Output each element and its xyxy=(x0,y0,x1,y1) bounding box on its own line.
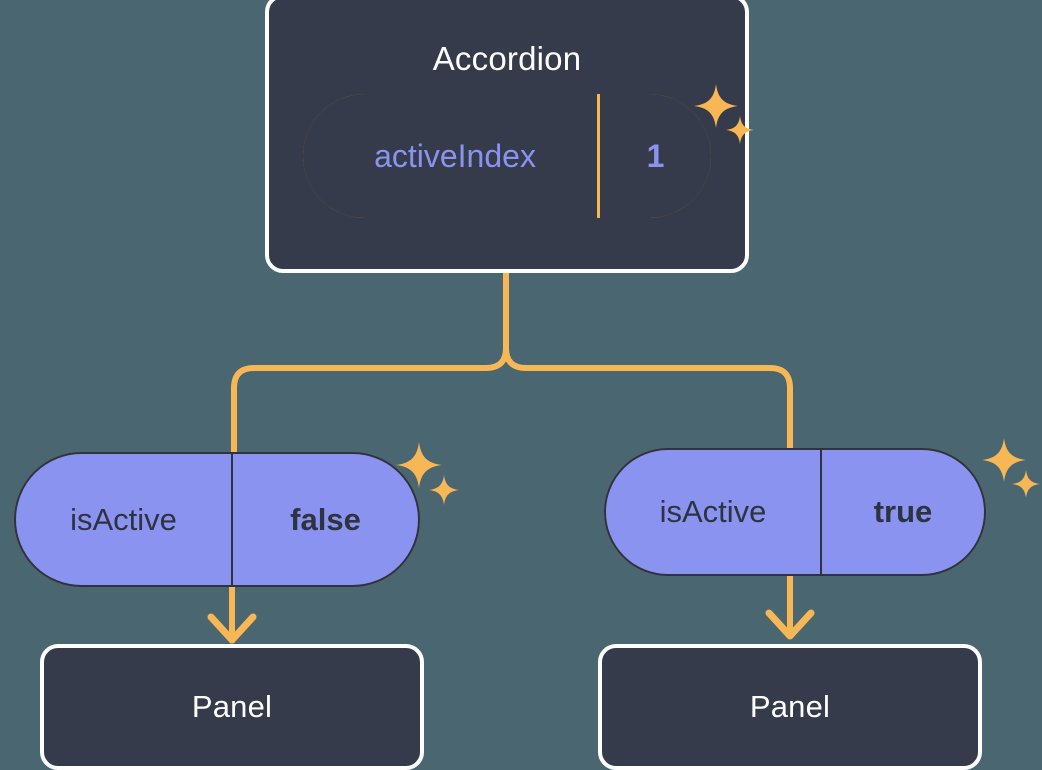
pill-body-right: isActive true xyxy=(604,448,986,576)
right-branch-state-pill[interactable]: isActive true xyxy=(604,448,986,576)
pill-body-accordion: activeIndex 1 xyxy=(303,94,711,218)
accordion-card-title: Accordion xyxy=(432,40,582,77)
state-key-isactive-right: isActive xyxy=(606,450,822,574)
panel-card-right[interactable]: Panel xyxy=(598,644,982,770)
panel-card-left-title: Panel xyxy=(191,689,273,724)
branch-connector-path xyxy=(231,269,509,463)
panel-card-left[interactable]: Panel xyxy=(40,644,424,770)
panel-card-right-title: Panel xyxy=(749,689,831,724)
state-key-isactive-left: isActive xyxy=(16,454,233,585)
left-branch-state-pill[interactable]: isActive false xyxy=(14,452,420,587)
state-value-activeindex: 1 xyxy=(646,137,665,174)
sparkle-4-point-small-icon xyxy=(429,475,459,505)
branch-connector-path-right xyxy=(503,269,793,461)
arrow-left-head xyxy=(207,613,257,644)
sparkle-4-point-large-icon xyxy=(982,438,1026,482)
state-value-isactive-right: true xyxy=(873,494,933,529)
sparkle-4-point-small-icon xyxy=(1012,470,1040,498)
pill-body-left: isActive false xyxy=(14,452,420,587)
state-value-isactive-left: false xyxy=(290,501,361,537)
sparkle-group-right xyxy=(982,438,1042,502)
arrow-right-head xyxy=(765,609,815,640)
accordion-state-pill[interactable]: activeIndex 1 xyxy=(303,94,711,218)
state-key-activeindex: activeIndex xyxy=(303,94,600,218)
